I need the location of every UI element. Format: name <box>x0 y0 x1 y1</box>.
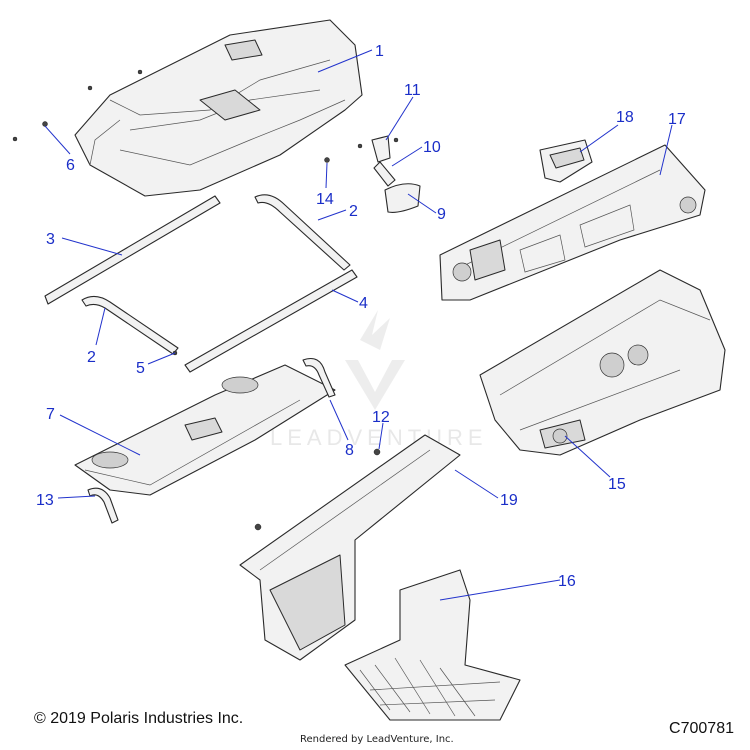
floor-tray-16 <box>344 569 521 721</box>
callout-5: 5 <box>136 360 145 377</box>
storage-cubby-18 <box>539 139 593 183</box>
rear-frame-19 <box>239 434 461 661</box>
rendered-by-text: Rendered by LeadVenture, Inc. <box>300 734 454 745</box>
callout-16: 16 <box>558 573 576 590</box>
callout-8: 8 <box>345 442 354 459</box>
callout-9: 9 <box>437 206 446 223</box>
callout-2-upper: 2 <box>349 203 358 220</box>
callout-19: 19 <box>500 492 518 509</box>
dash-panel-17 <box>439 144 706 301</box>
callout-1: 1 <box>375 43 384 60</box>
callout-17: 17 <box>668 111 686 128</box>
fastener-roof-a <box>87 85 93 91</box>
callout-6: 6 <box>66 157 75 174</box>
trim-2-lower <box>81 295 179 355</box>
callout-4: 4 <box>359 295 368 312</box>
callout-11: 11 <box>404 82 421 99</box>
diagram-code: C700781 <box>669 720 734 737</box>
fastener-roof-b <box>137 69 143 75</box>
callout-10: 10 <box>423 139 441 156</box>
callout-14: 14 <box>316 191 334 208</box>
seal-strip-3 <box>44 195 221 305</box>
callout-13: 13 <box>36 492 54 509</box>
rear-panel-7 <box>74 364 336 496</box>
leader-lines <box>44 49 673 601</box>
watermark-text: LEADVENTURE <box>270 425 488 450</box>
fastener-14 <box>324 157 330 163</box>
fastener-6 <box>42 121 48 127</box>
clip-12 <box>373 448 381 456</box>
callout-12: 12 <box>372 409 390 426</box>
firewall-floor-15 <box>479 269 726 456</box>
callout-7: 7 <box>46 406 55 423</box>
trim-8 <box>302 357 336 398</box>
trim-13 <box>87 487 119 524</box>
copyright-text: © 2019 Polaris Industries Inc. <box>34 710 244 727</box>
seal-strip-4 <box>184 269 358 373</box>
callout-15: 15 <box>608 476 626 493</box>
callout-18: 18 <box>616 109 634 126</box>
callout-3: 3 <box>46 231 55 248</box>
fastener-6b <box>12 136 18 142</box>
watermark: LEADVENTURE <box>270 310 488 450</box>
trim-2-upper <box>254 194 351 271</box>
roof-panel <box>74 19 363 197</box>
callout-labels: 1 2 3 4 2 5 6 7 8 9 10 11 12 13 14 15 16… <box>36 43 686 590</box>
callout-2-lower: 2 <box>87 349 96 366</box>
rearview-mirror <box>357 135 421 213</box>
